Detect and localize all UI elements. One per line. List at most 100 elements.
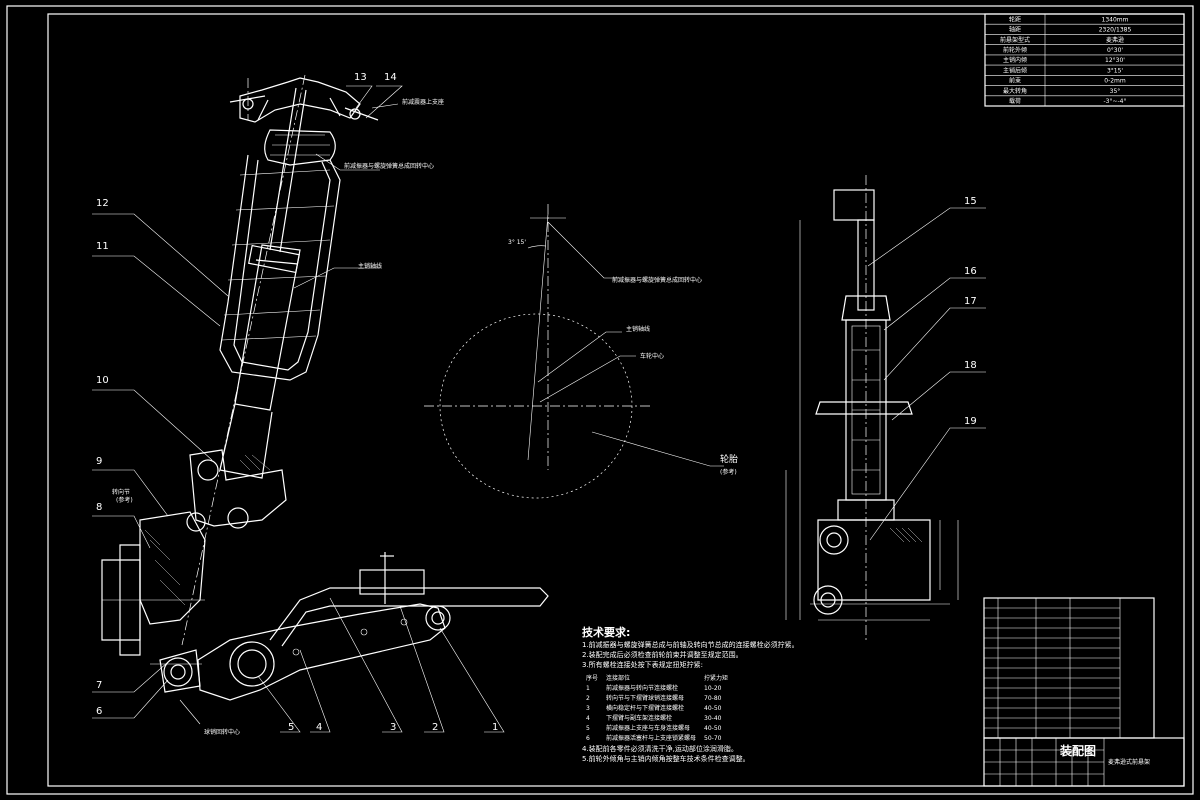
part-number: 14 xyxy=(384,72,397,83)
tech-note: 5.前轮外倾角与主销内倾角按整车技术条件检查调整。 xyxy=(582,755,750,763)
part-number: 15 xyxy=(964,196,977,207)
company-name: 麦弗逊式前悬架 xyxy=(1108,759,1151,766)
strut-assembly-view xyxy=(101,74,549,701)
torque-row: 4 下摆臂与副车架连接螺栓 30-40 xyxy=(582,714,732,724)
part-number-labels: 12 11 10 9 8 7 6 5 4 3 2 1 13 14 xyxy=(96,72,498,733)
param-name: 轮距 xyxy=(1009,15,1021,23)
torque-cell: 2 xyxy=(586,695,590,702)
tech-note: 1.前减振器与螺旋弹簧总成与前轴及转向节总成的连接螺栓必须拧紧。 xyxy=(582,641,799,649)
param-value: 3°15' xyxy=(1107,67,1123,74)
tech-note: 3.所有螺栓连接处按下表规定扭矩拧紧: xyxy=(582,661,704,669)
torque-cell: 前减振器与转向节连接螺栓 xyxy=(606,685,679,692)
param-name: 前轮外倾 xyxy=(1003,46,1027,54)
technical-requirements: 技术要求: 1.前减振器与螺旋弹簧总成与前轴及转向节总成的连接螺栓必须拧紧。 2… xyxy=(582,626,799,764)
torque-cell: 6 xyxy=(586,735,590,742)
wheel-center-label: 车轮中心 xyxy=(640,352,664,360)
part-number: 1 xyxy=(492,722,498,733)
drawing-title: 装配图 xyxy=(1060,744,1097,758)
param-value: -3°~-4° xyxy=(1104,98,1127,105)
shock-side-view xyxy=(785,175,986,640)
wheel-geometry-view: 3° 15' 前减振器与螺旋弹簧总成回转中心 主销轴线 车轮中心 轮胎 (参考) xyxy=(424,204,738,499)
param-name: 载荷 xyxy=(1009,97,1021,105)
torque-cell: 3 xyxy=(586,705,590,712)
ball-joint-label: 球销回转中心 xyxy=(204,728,240,736)
torque-cell: 30-40 xyxy=(704,715,722,722)
param-value: 2320/1385 xyxy=(1099,27,1132,34)
part-number: 11 xyxy=(96,241,109,252)
param-name: 前悬架型式 xyxy=(1000,36,1030,44)
tech-note: 2.装配完成后必须检查前轮前束并调整至规定范围。 xyxy=(582,651,743,659)
left-leaders xyxy=(92,85,505,733)
part-number: 5 xyxy=(288,722,294,733)
param-name: 最大转角 xyxy=(1003,87,1027,95)
tech-note: 4.装配前各零件必须清洗干净,运动部位涂润滑脂。 xyxy=(582,745,738,753)
part-number: 6 xyxy=(96,706,102,717)
bom-table xyxy=(983,597,1155,739)
torque-cell: 50-70 xyxy=(704,735,722,742)
right-part-numbers: 15 16 17 18 19 xyxy=(964,196,977,427)
torque-cell: 1 xyxy=(586,685,590,692)
wheel-label: 轮胎 xyxy=(720,453,738,465)
torque-row: 6 前减振器活塞杆与上支座锁紧螺母 50-70 xyxy=(582,734,732,744)
torque-row: 3 横向稳定杆与下摆臂连接螺栓 40-50 xyxy=(582,704,732,714)
part-number: 9 xyxy=(96,456,102,467)
part-number: 3 xyxy=(390,722,396,733)
param-name: 主销内倾 xyxy=(1003,56,1027,64)
torque-row: 1 前减振器与转向节连接螺栓 10-20 xyxy=(582,684,732,694)
torque-cell: 前减振器活塞杆与上支座锁紧螺母 xyxy=(606,735,697,742)
torque-cell: 5 xyxy=(586,725,590,732)
torque-cell: 10-20 xyxy=(704,685,722,692)
param-value: 0-2mm xyxy=(1104,78,1126,85)
left-callout-texts: 前减震器上支座 前减振器与螺旋弹簧总成回转中心 主销轴线 转向节 (参考) 球销… xyxy=(112,98,444,736)
param-value: 1340mm xyxy=(1102,16,1129,23)
torque-table: 序号 连接部位 拧紧力矩 1 前减振器与转向节连接螺栓 10-20 2 转向节与… xyxy=(582,674,732,744)
outer-border xyxy=(6,5,1194,795)
param-value: 12°30' xyxy=(1105,57,1125,64)
header-cell: 拧紧力矩 xyxy=(704,675,729,682)
knuckle-sub-label: (参考) xyxy=(116,496,133,504)
torque-cell: 横向稳定杆与下摆臂连接螺栓 xyxy=(606,705,685,712)
torque-cell: 40-50 xyxy=(704,725,722,732)
torque-cell: 4 xyxy=(586,715,590,722)
inner-border xyxy=(47,13,1185,787)
header-cell: 序号 xyxy=(586,675,599,682)
param-value: 35° xyxy=(1110,88,1121,95)
angle-label: 3° 15' xyxy=(508,239,526,246)
param-value: 0°30' xyxy=(1107,47,1123,54)
param-name: 前束 xyxy=(1009,77,1021,85)
tech-title: 技术要求: xyxy=(582,626,631,639)
part-number: 13 xyxy=(354,72,367,83)
torque-row: 2 转向节与下摆臂球销连接螺母 70-80 xyxy=(582,694,732,704)
torque-cell: 前减振器上支座与车身连接螺母 xyxy=(606,725,691,732)
rotation-center-label: 前减振器与螺旋弹簧总成回转中心 xyxy=(344,162,434,170)
part-number: 8 xyxy=(96,502,102,513)
part-number: 12 xyxy=(96,198,109,209)
torque-row: 5 前减振器上支座与车身连接螺母 40-50 xyxy=(582,724,732,734)
torque-header: 序号 连接部位 拧紧力矩 xyxy=(582,674,732,684)
part-number: 2 xyxy=(432,722,438,733)
param-name: 主销后倾 xyxy=(1003,66,1027,74)
knuckle-label: 转向节 xyxy=(112,488,130,496)
part-number: 19 xyxy=(964,416,977,427)
part-number: 18 xyxy=(964,360,977,371)
torque-cell: 40-50 xyxy=(704,705,722,712)
part-number: 16 xyxy=(964,266,977,277)
param-value: 麦弗逊 xyxy=(1106,36,1124,44)
rotation-center-label-mid: 前减振器与螺旋弹簧总成回转中心 xyxy=(612,276,702,284)
top-mount-label: 前减震器上支座 xyxy=(402,98,444,106)
header-cell: 连接部位 xyxy=(606,675,631,682)
torque-cell: 转向节与下摆臂球销连接螺母 xyxy=(606,695,685,702)
part-number: 7 xyxy=(96,680,102,691)
torque-cell: 下摆臂与副车架连接螺栓 xyxy=(606,715,673,722)
kingpin-axis-label: 主销轴线 xyxy=(626,325,650,333)
wheel-sub-label: (参考) xyxy=(720,468,737,476)
param-name: 轴距 xyxy=(1009,26,1021,34)
part-number: 10 xyxy=(96,375,109,386)
part-number: 17 xyxy=(964,296,977,307)
title-block xyxy=(983,737,1185,787)
part-number: 4 xyxy=(316,722,322,733)
torque-cell: 70-80 xyxy=(704,695,722,702)
kingpin-label-left: 主销轴线 xyxy=(358,262,382,270)
